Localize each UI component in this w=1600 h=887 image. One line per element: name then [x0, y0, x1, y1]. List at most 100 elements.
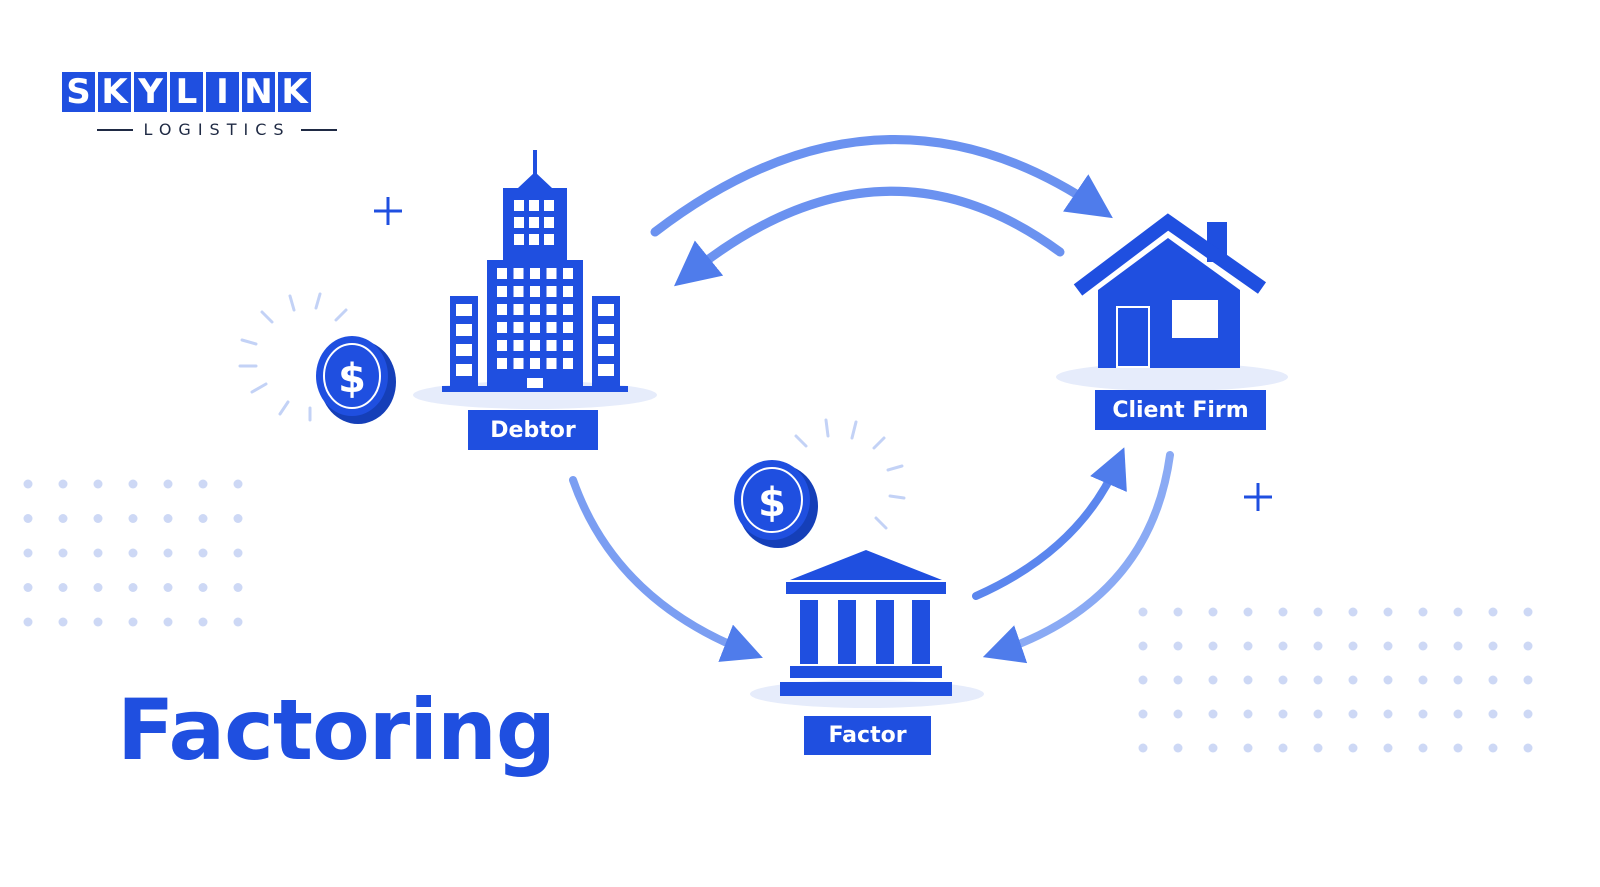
- dollar-coin-icon: $: [734, 418, 906, 548]
- coin-symbol: $: [338, 356, 366, 402]
- logo-rule-left: [97, 128, 134, 131]
- coin-symbol: $: [758, 480, 786, 526]
- decor-dot: [1278, 743, 1288, 753]
- arrow-client-to-debtor: [673, 186, 1065, 287]
- decor-dot: [1383, 709, 1393, 719]
- decor-dot: [1383, 641, 1393, 651]
- decor-dot: [163, 617, 173, 627]
- building-window: [530, 358, 540, 369]
- decor-dot: [1278, 607, 1288, 617]
- decor-dot: [1453, 743, 1463, 753]
- logo-letter: N: [242, 72, 275, 112]
- decor-dot: [1523, 607, 1533, 617]
- decor-dot: [93, 583, 103, 592]
- logo-rule-right: [300, 128, 337, 131]
- building-window: [497, 340, 507, 351]
- decor-dot: [1418, 675, 1428, 685]
- decor-dot: [1488, 675, 1498, 685]
- building-window: [563, 304, 573, 315]
- decor-dot: [23, 548, 33, 558]
- building-window: [563, 268, 573, 279]
- decor-dot: [1383, 675, 1393, 685]
- decor-dot: [233, 583, 243, 592]
- building-window: [544, 200, 554, 211]
- logo-letter: I: [206, 72, 239, 112]
- decor-dot: [1348, 675, 1358, 685]
- decor-dot: [1208, 675, 1218, 685]
- building-window: [546, 358, 557, 369]
- decor-dot: [198, 617, 208, 627]
- building-window: [514, 217, 524, 228]
- decor-dot: [128, 583, 138, 592]
- decor-dot: [1523, 743, 1533, 753]
- building-window: [529, 234, 539, 245]
- building-window: [598, 324, 614, 336]
- building-window: [530, 340, 540, 351]
- decor-dot: [1418, 709, 1428, 719]
- decor-dot: [1313, 675, 1323, 685]
- building-window: [563, 358, 573, 369]
- decor-dot: [1243, 607, 1253, 617]
- logo-subtitle: LOGISTICS: [143, 120, 291, 139]
- decor-dot: [1418, 743, 1428, 753]
- decor-dot: [1453, 675, 1463, 685]
- office-building-icon: [442, 150, 628, 392]
- decor-dot: [1313, 607, 1323, 617]
- decor-dot: [23, 617, 33, 627]
- bank-icon: [780, 550, 952, 696]
- building-window: [530, 322, 540, 333]
- logo-letter: S: [62, 72, 95, 112]
- decor-dot: [1383, 743, 1393, 753]
- decor-dot: [1173, 607, 1183, 617]
- decor-dot: [23, 479, 33, 489]
- decor-dot: [128, 548, 138, 558]
- building-window: [513, 358, 524, 369]
- building-window: [513, 268, 524, 279]
- decor-dot: [128, 479, 138, 489]
- building-window: [598, 304, 614, 316]
- decor-dot: [93, 548, 103, 558]
- building-window: [546, 322, 557, 333]
- decor-dot: [1488, 641, 1498, 651]
- building-window: [497, 286, 507, 297]
- decor-dot: [1453, 641, 1463, 651]
- dot-grid-right: [1138, 607, 1533, 753]
- logo-letters: S K Y L I N K: [62, 72, 372, 112]
- decor-dot: [58, 514, 68, 523]
- building-window: [456, 364, 472, 376]
- decor-dot: [1243, 709, 1253, 719]
- building-window: [527, 378, 543, 388]
- building-window: [563, 340, 573, 351]
- building-window: [563, 322, 573, 333]
- decor-dot: [1278, 641, 1288, 651]
- building-window: [546, 304, 557, 315]
- decor-dot: [1418, 641, 1428, 651]
- dot-grid-left: [23, 479, 243, 627]
- arrow-debtor-to-factor: [569, 476, 763, 662]
- decor-dot: [1278, 675, 1288, 685]
- building-window: [497, 322, 507, 333]
- building-window: [546, 268, 557, 279]
- decor-dot: [1488, 743, 1498, 753]
- building-window: [529, 217, 539, 228]
- decor-dot: [163, 548, 173, 558]
- decor-dot: [128, 514, 138, 523]
- building-window: [456, 344, 472, 356]
- decor-dot: [1243, 743, 1253, 753]
- building-window: [598, 364, 614, 376]
- decor-dot: [1243, 641, 1253, 651]
- arrow-client-to-factor: [982, 451, 1174, 664]
- building-window: [497, 268, 507, 279]
- decor-dot: [1523, 641, 1533, 651]
- factor-label: Factor: [804, 716, 931, 755]
- decor-dot: [163, 514, 173, 523]
- building-window: [497, 304, 507, 315]
- decor-dot: [1488, 607, 1498, 617]
- decor-dot: [93, 514, 103, 523]
- decor-dot: [1208, 607, 1218, 617]
- client-firm-label: Client Firm: [1095, 390, 1266, 430]
- decor-dot: [23, 583, 33, 592]
- decor-dot: [1313, 743, 1323, 753]
